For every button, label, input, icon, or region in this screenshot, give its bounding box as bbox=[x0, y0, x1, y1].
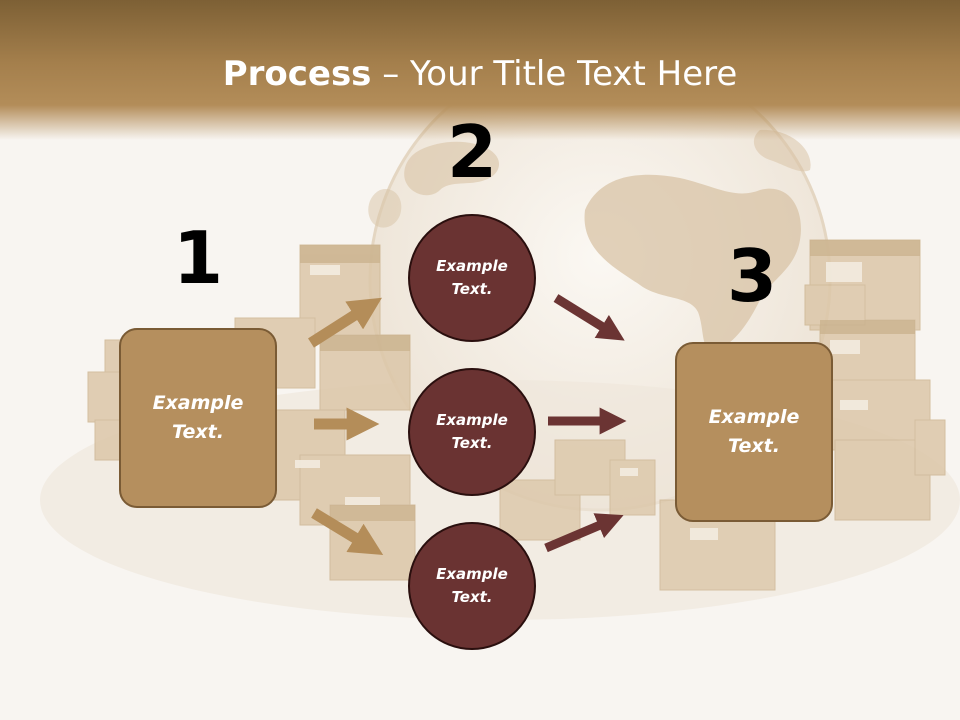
step2-circle-middle: Example Text. bbox=[408, 368, 536, 496]
step-number-2: 2 bbox=[446, 110, 498, 194]
step2-circle-bottom: Example Text. bbox=[408, 522, 536, 650]
step3-box: Example Text. bbox=[675, 342, 833, 522]
title-band bbox=[0, 0, 960, 140]
title-rest-part: – Your Title Text Here bbox=[371, 54, 738, 94]
step1-box: Example Text. bbox=[119, 328, 277, 508]
arrow-step1-to-circle-top bbox=[308, 297, 382, 348]
slide-title: Process – Your Title Text Here bbox=[0, 52, 960, 96]
step-number-3: 3 bbox=[726, 234, 778, 318]
step-number-1: 1 bbox=[172, 216, 224, 300]
title-bold-part: Process bbox=[222, 54, 372, 94]
arrow-circle-top-to-step3 bbox=[553, 294, 625, 341]
arrow-circle-bottom-to-step3 bbox=[544, 513, 624, 553]
step2-circle-top: Example Text. bbox=[408, 214, 536, 342]
arrow-step1-to-circle-bottom bbox=[311, 508, 384, 555]
